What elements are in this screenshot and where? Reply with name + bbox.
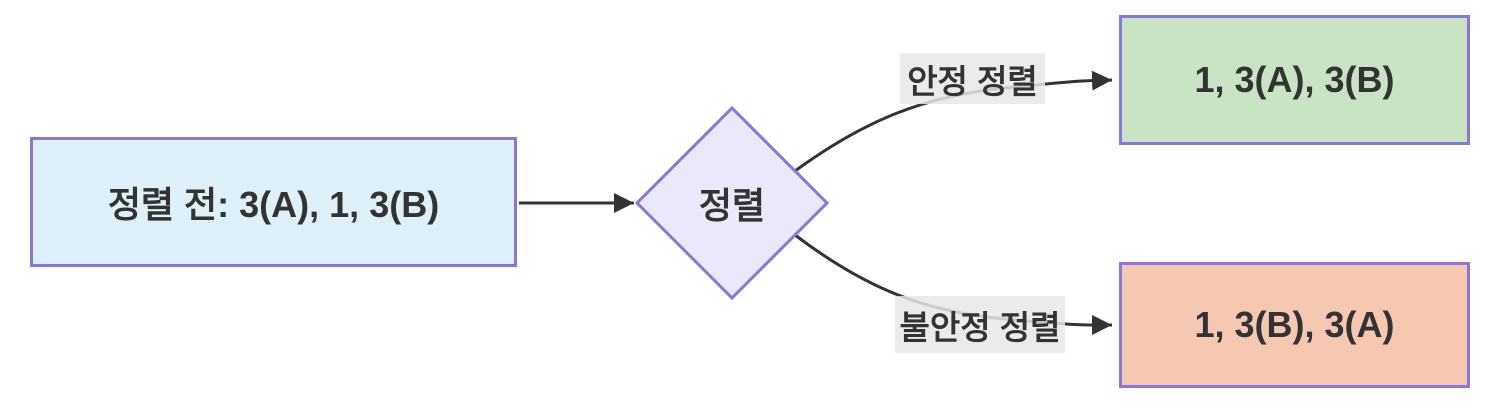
sort-decision-shape (634, 105, 830, 301)
edge-label-stable-sort: 안정 정렬 (900, 53, 1045, 104)
node-stable-result: 1, 3(A), 3(B) (1119, 15, 1470, 145)
node-before-sorting: 정렬 전: 3(A), 1, 3(B) (30, 137, 517, 267)
edge-label-unstable-sort: 불안정 정렬 (895, 296, 1065, 353)
node-unstable-result: 1, 3(B), 3(A) (1119, 262, 1470, 388)
